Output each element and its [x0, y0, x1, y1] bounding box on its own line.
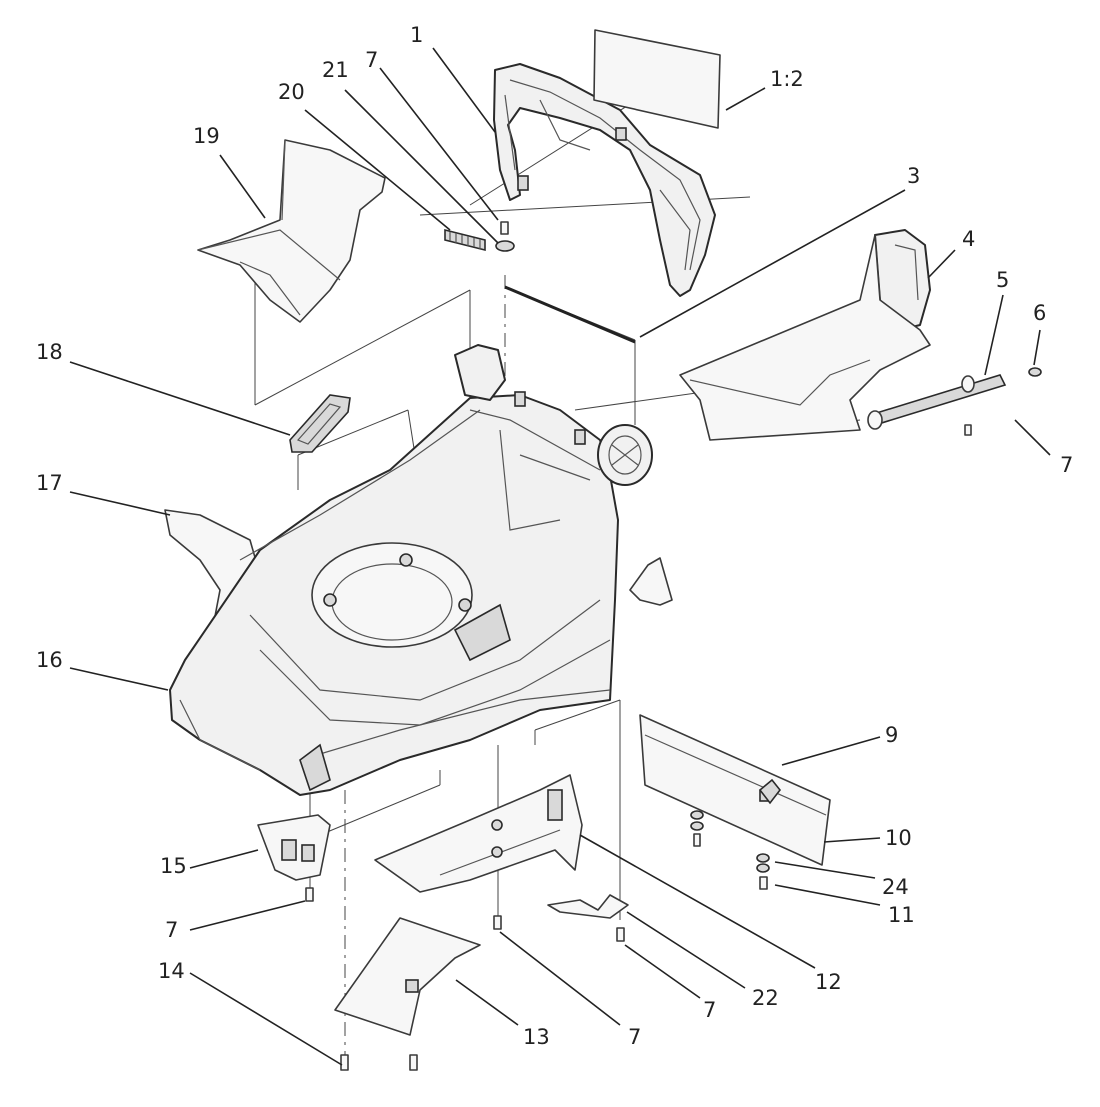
callout-7-axle: 7 — [1060, 453, 1074, 477]
part-20-spring — [444, 228, 486, 252]
callout-15: 15 — [160, 854, 187, 878]
part-6-clip — [1028, 367, 1042, 377]
callout-13: 13 — [523, 1025, 550, 1049]
part-5-axle — [867, 374, 1007, 430]
callout-5: 5 — [996, 268, 1010, 292]
callout-7-right: 7 — [703, 998, 717, 1022]
wheel-assembly — [597, 424, 653, 486]
callout-12: 12 — [815, 970, 842, 994]
part-7-screw-top — [500, 221, 509, 235]
callout-24: 24 — [882, 875, 909, 899]
callout-11: 11 — [888, 903, 915, 927]
part-1-rear-door — [493, 63, 716, 297]
part-3-hinge-rod — [504, 285, 636, 344]
part-22-bracket — [547, 894, 629, 919]
callout-1: 1 — [410, 23, 424, 47]
callout-16: 16 — [36, 648, 63, 672]
callout-6: 6 — [1033, 301, 1047, 325]
part-13-deflector — [334, 917, 481, 1036]
rear-wheel-cover — [454, 344, 586, 445]
callout-7-top: 7 — [365, 48, 379, 72]
side-bracket — [629, 557, 673, 606]
callout-10: 10 — [885, 826, 912, 850]
part-15-bracket — [257, 814, 331, 881]
callout-1-2: 1:2 — [770, 67, 804, 91]
part-18-grommet — [289, 394, 351, 453]
screw-hardware — [305, 424, 972, 1071]
part-10-side-plate — [639, 714, 831, 866]
part-16-deck-housing — [169, 394, 619, 796]
callout-7-center: 7 — [628, 1025, 642, 1049]
leader-lines — [69, 47, 1051, 1066]
part-19-rear-flap — [197, 139, 386, 323]
part-9-knob — [758, 778, 782, 805]
callout-14: 14 — [158, 959, 185, 983]
callout-20: 20 — [278, 80, 305, 104]
callout-22: 22 — [752, 986, 779, 1010]
callout-7-left: 7 — [165, 918, 179, 942]
callout-19: 19 — [193, 124, 220, 148]
callout-17: 17 — [36, 471, 63, 495]
part-21-washer — [495, 240, 515, 252]
rear-guard — [679, 234, 931, 441]
callout-3: 3 — [907, 164, 921, 188]
part-12-baffle — [374, 774, 583, 893]
part-11-bolt — [759, 876, 768, 890]
callout-21: 21 — [322, 58, 349, 82]
callout-9: 9 — [885, 723, 899, 747]
callout-18: 18 — [36, 340, 63, 364]
part-1-2-decal — [593, 29, 721, 129]
hardware-stack-left — [690, 810, 704, 847]
part-24-washers — [756, 853, 770, 873]
callout-4: 4 — [962, 227, 976, 251]
